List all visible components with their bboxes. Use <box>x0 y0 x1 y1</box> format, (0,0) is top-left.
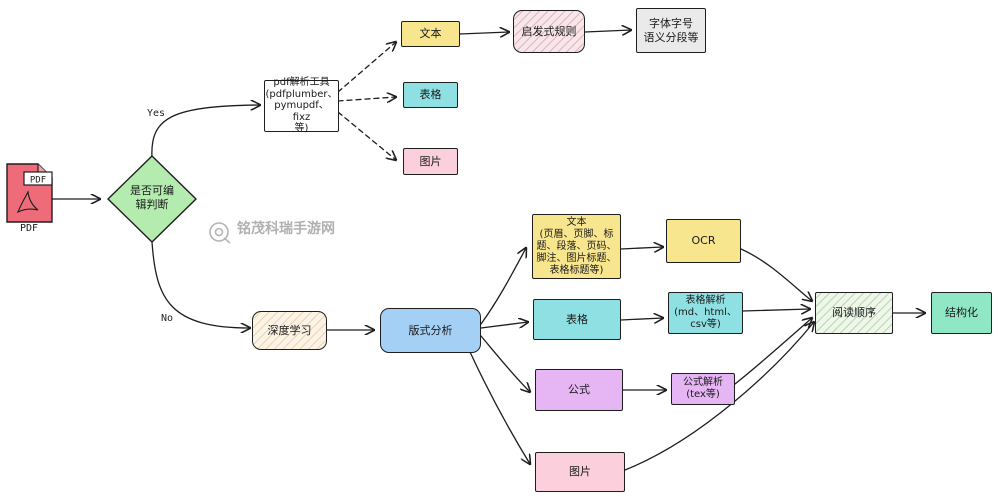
node-font-semantic-segmentation[interactable]: 字体字号 语义分段等 <box>636 8 706 53</box>
edge-parser-to-table <box>337 97 396 101</box>
edge-ocr-to-reading-order <box>740 248 812 301</box>
decision-label: 是否可编 辑判断 <box>130 183 174 211</box>
edge-layout-to-formula <box>480 335 530 392</box>
pdf-caption: PDF <box>19 223 39 234</box>
node-bottom-image[interactable]: 图片 <box>535 452 625 492</box>
edge-label-no: No <box>161 313 174 324</box>
edge-parser-to-image <box>337 111 396 160</box>
edge-yes-to-parser <box>151 105 260 159</box>
node-bottom-formula[interactable]: 公式 <box>535 369 623 411</box>
watermark-text: 铭茂科瑞手游网 <box>237 221 335 237</box>
node-formula-parsing[interactable]: 公式解析 (tex等) <box>671 373 735 405</box>
decision-diamond[interactable] <box>107 155 197 243</box>
edge-layout-to-text <box>480 248 526 325</box>
edge-layout-to-image <box>469 351 530 464</box>
node-pdf-parser-tools[interactable]: pdf解析工具 (pdfplumber、 pymupdf、fixz 等) <box>264 77 339 135</box>
node-table-parsing[interactable]: 表格解析 (md、html、 csv等) <box>668 292 743 334</box>
edge-no-to-deep-learning <box>151 241 250 328</box>
node-top-table[interactable]: 表格 <box>403 82 458 108</box>
edge-layout-to-table <box>480 322 528 329</box>
node-top-text[interactable]: 文本 <box>401 21 460 47</box>
node-layout-analysis[interactable]: 版式分析 <box>380 308 481 353</box>
watermark-logo-icon <box>209 222 231 244</box>
edge-heuristic-to-font <box>584 30 631 32</box>
edge-parser-to-text <box>337 42 396 93</box>
node-top-image[interactable]: 图片 <box>403 148 458 175</box>
node-bottom-table[interactable]: 表格 <box>533 299 621 340</box>
node-deep-learning[interactable]: 深度学习 <box>252 311 327 350</box>
node-bottom-text[interactable]: 文本 (页眉、页脚、标 题、段落、页码、 脚注、图片标题、 表格标题等) <box>532 214 621 279</box>
edge-table-to-table-parse <box>620 318 663 320</box>
edge-label-yes: Yes <box>147 108 166 119</box>
edge-formula-parse-to-reading-order <box>734 318 812 385</box>
node-structuring[interactable]: 结构化 <box>931 292 992 334</box>
node-reading-order[interactable]: 阅读顺序 <box>815 292 893 334</box>
watermark: 铭茂科瑞手游网 <box>208 218 335 238</box>
node-ocr[interactable]: OCR <box>666 219 741 263</box>
edge-text-to-heuristic <box>459 32 509 34</box>
node-heuristic-rules[interactable]: 启发式规则 <box>513 10 585 53</box>
edge-table-parse-to-reading-order <box>742 309 810 311</box>
pdf-file-icon: PDF <box>6 163 53 223</box>
pdf-tag-text: PDF <box>30 176 46 186</box>
edge-text-to-ocr <box>620 247 663 249</box>
